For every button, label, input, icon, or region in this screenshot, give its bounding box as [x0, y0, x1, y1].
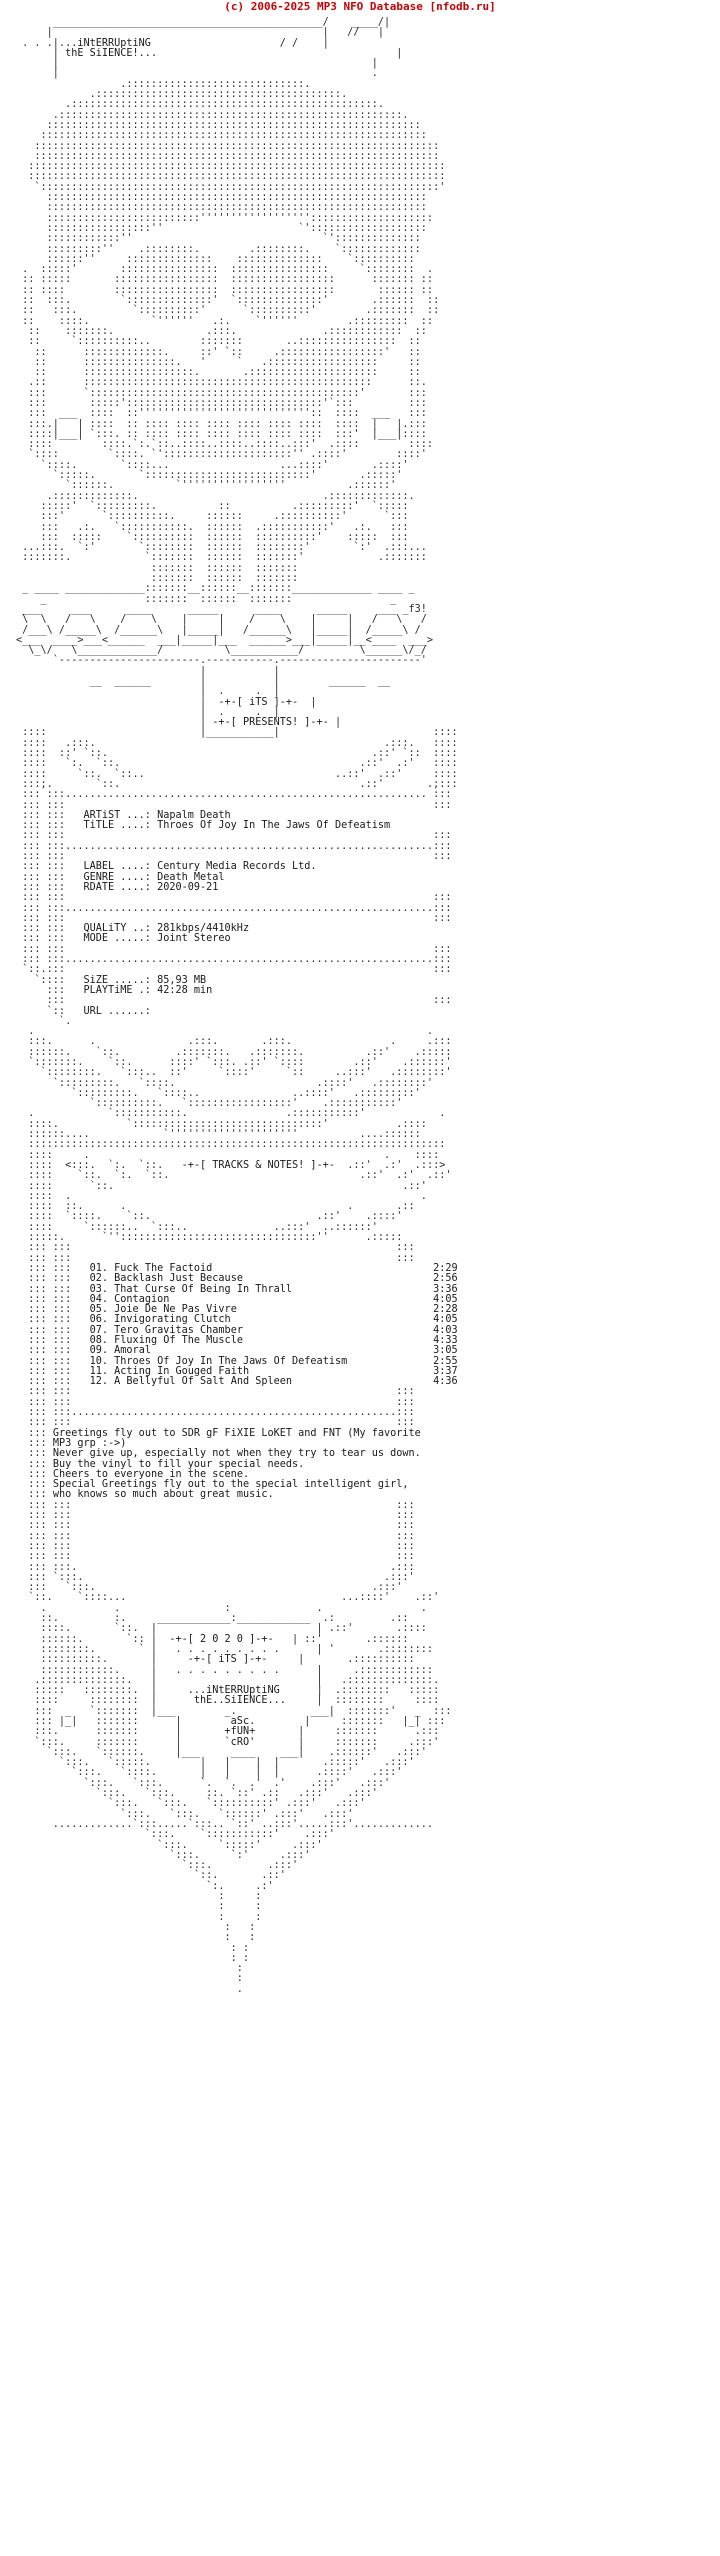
label-label: LABEL ....: — [83, 861, 151, 873]
notes-line-3: Never give up, especially not when they … — [52, 1448, 421, 1460]
track-row-5: 05. Joie De Ne Pas Vivre — [89, 1304, 237, 1316]
track-row-1: 01. Fuck The Factoid — [89, 1262, 213, 1274]
playtime-value: 42:28 min — [157, 984, 213, 996]
footer-ascii-art: . . : . . ::. :. ____________:__________… — [40, 1602, 427, 1645]
intro-line2: thE SiIENCE!... — [65, 47, 158, 59]
footer-group: -+-[ iTS ]-+- — [187, 1654, 268, 1666]
track-row-6: 06. Invigorating Clutch — [89, 1314, 231, 1326]
intro-frame: ________________________________________… — [22, 17, 391, 49]
intro-line1: ..iNtERRUptiNG — [65, 37, 151, 49]
track-row-8: 08. Fluxing Of The Muscle — [89, 1335, 243, 1346]
rdate-value: 2020-09-21 — [157, 881, 219, 893]
track-row-10: 10. Throes Of Joy In The Jaws Of Defeati… — [89, 1355, 348, 1367]
footer-outro-1: ...iNtERRUptiNG — [187, 1685, 280, 1697]
title-label: TiTLE ....: — [83, 820, 151, 832]
playtime-label: PLAYTiME .: — [83, 984, 151, 996]
divider-ascii-art: . . :::. . .:::. .:::. . .::: ::::::. `:… — [28, 1026, 452, 1161]
notes-line-4: Buy the vinyl to fill your special needs… — [52, 1458, 305, 1470]
artist-value: Napalm Death — [157, 809, 231, 821]
url-label: URL ......: — [83, 1005, 151, 1017]
nfo-text: ________________________________________… — [16, 17, 458, 1995]
notes-line-1: Greetings fly out to SDR gF FiXIE LoKET … — [52, 1427, 421, 1439]
footer-sig-2: +fUN+ — [224, 1726, 256, 1738]
track-row-12: 12. A Bellyful Of Salt And Spleen — [89, 1376, 293, 1388]
mode-label: MODE .....: — [83, 933, 151, 945]
notes-line-6: Special Greetings fly out to the special… — [52, 1479, 409, 1491]
nfodb-credit: (c) 2006-2025 MP3 NFO Database [nfodb.ru… — [224, 0, 496, 13]
notes-line-2: MP3 grp :->) — [52, 1437, 127, 1449]
quality-value: 281kbps/4410kHz — [157, 923, 250, 935]
footer-year: -+-[ 2 0 2 0 ]-+- — [169, 1633, 274, 1645]
footer-outro-2: thE..SiIENCE... — [193, 1695, 286, 1707]
track-row-3: 03. That Curse Of Being In Thrall — [89, 1283, 293, 1295]
genre-label: GENRE ....: — [83, 871, 151, 883]
notes-line-7: who knows so much about great music. — [52, 1489, 274, 1501]
group-tag-top: -+-[ iTS ]-+- — [218, 696, 299, 708]
footer-sig-3: `cRO' — [224, 1736, 256, 1748]
footer-sig-1: aSc. — [230, 1715, 256, 1727]
logo-ascii-art: ___ ___ ____ _____ ____ _____ ___ _f3! \… — [16, 603, 434, 698]
genre-value: Death Metal — [157, 871, 225, 883]
skull-ascii-art: .:::::::::::::::::::::::::::::. .:::::::… — [22, 78, 446, 605]
track-row-9: 09. Amoral — [89, 1345, 151, 1357]
presents-heading: -+-[ PRESENTS! ]-+- — [212, 717, 329, 729]
track-row-4: 04. Contagion — [89, 1293, 170, 1305]
track-row-7: 07. Tero Gravitas Chamber — [89, 1324, 243, 1336]
label-value: Century Media Records Ltd. — [157, 861, 317, 873]
track-row-11: 11. Acting In Gouged Faith — [89, 1365, 250, 1377]
title-value: Throes Of Joy In The Jaws Of Defeatism — [157, 820, 391, 832]
rdate-label: RDATE ....: — [83, 881, 151, 893]
tracks-heading: -+-[ TRACKS & NOTES! ]-+- — [181, 1159, 335, 1171]
notes-line-5: Cheers to everyone in the scene. — [52, 1468, 250, 1480]
artist-label: ARTiST ...: — [83, 809, 151, 821]
size-label: SiZE .....: — [83, 974, 151, 986]
mode-value: Joint Stereo — [157, 933, 231, 945]
size-value: 85,93 MB — [157, 974, 207, 986]
quality-label: QUALiTY ..: — [83, 923, 151, 935]
track-row-2: 02. Backlash Just Because — [89, 1273, 243, 1285]
